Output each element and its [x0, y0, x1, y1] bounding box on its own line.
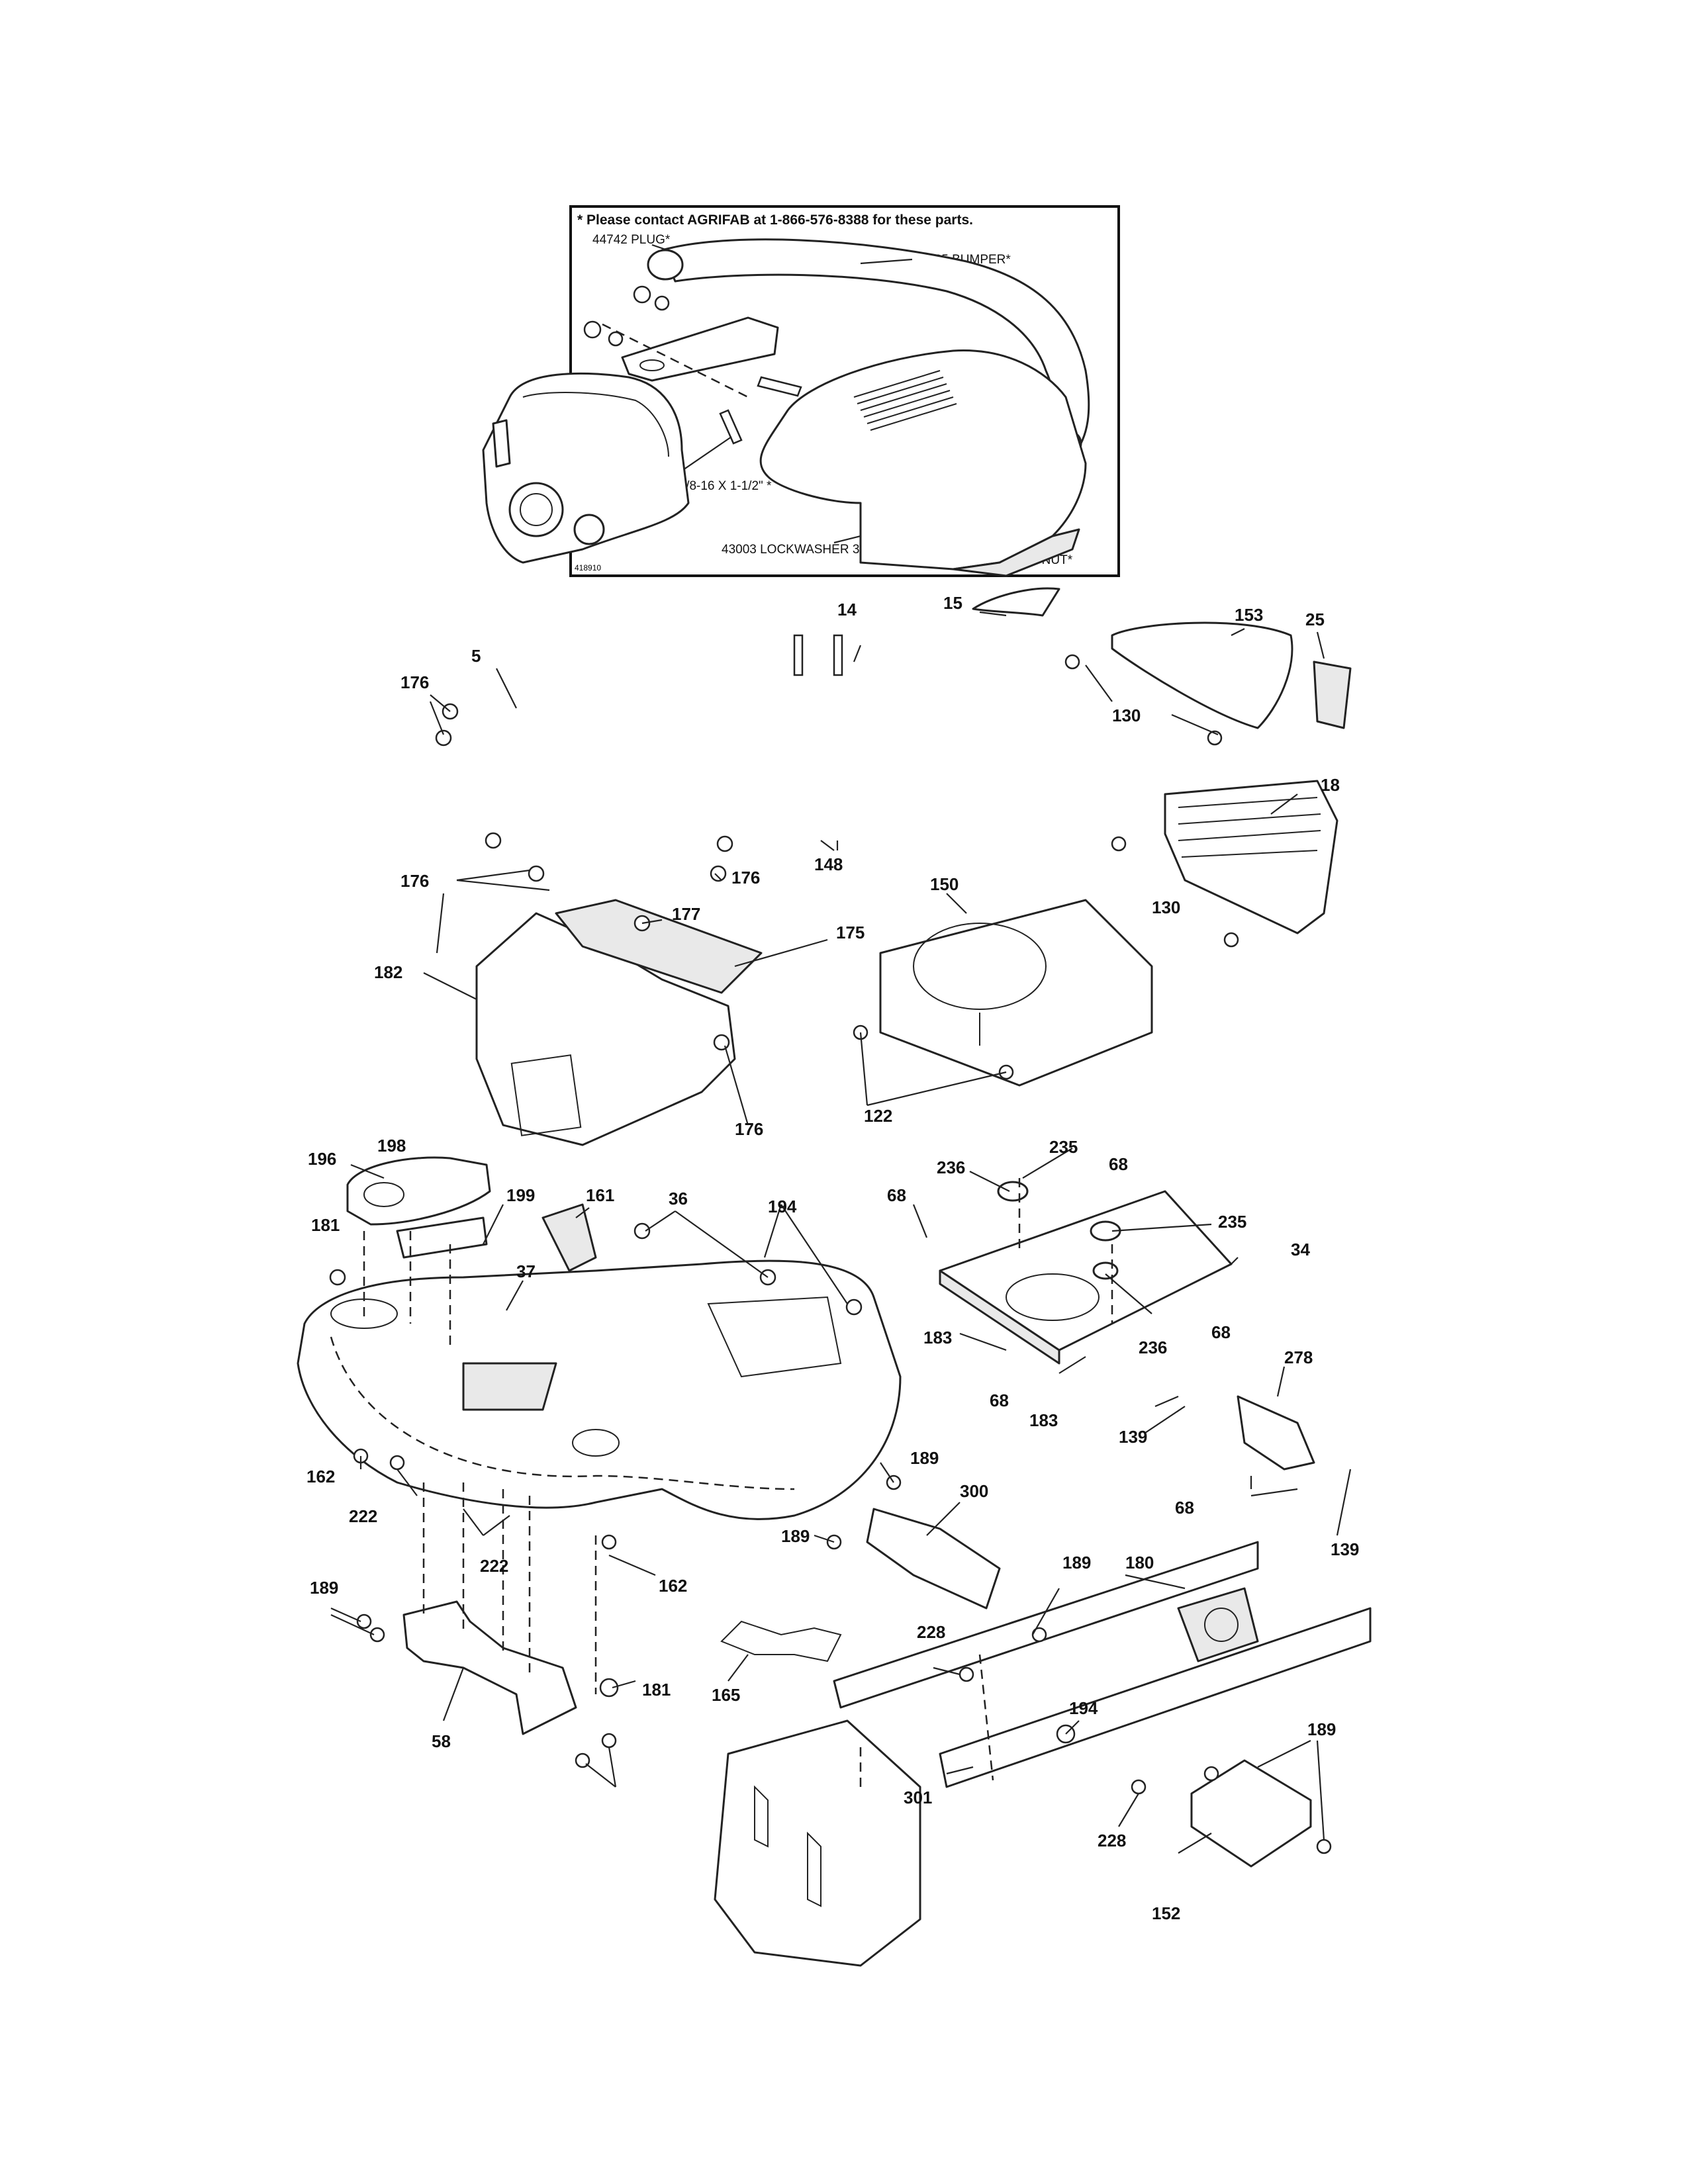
hood-vents [853, 370, 957, 431]
callout-198: 198 [377, 1136, 406, 1156]
callout-18: 18 [1321, 775, 1340, 795]
callout-165: 165 [712, 1685, 740, 1705]
emblem-drawing [972, 587, 1060, 617]
callout-196: 196 [308, 1149, 336, 1169]
inset-figure-number: 418910 [575, 563, 601, 572]
callout-162-a: 162 [306, 1467, 335, 1486]
callout-162-b: 162 [659, 1576, 687, 1596]
callout-301: 301 [904, 1788, 932, 1807]
callout-176-a: 176 [400, 672, 429, 692]
inset-plug-label: 44742 PLUG* [592, 233, 671, 247]
inset-header: * Please contact AGRIFAB at 1-866-576-83… [577, 212, 973, 228]
inset-lockwasher-label: 43003 LOCKWASHER 3/8" * [722, 543, 883, 557]
callout-222-b: 222 [480, 1556, 508, 1576]
callout-152: 152 [1152, 1903, 1180, 1923]
callout-139-a: 139 [1119, 1427, 1147, 1447]
callout-68-c: 68 [1211, 1322, 1231, 1342]
callout-130-b: 130 [1152, 897, 1180, 917]
assembly-lines [363, 1178, 1113, 1787]
callout-199: 199 [506, 1185, 535, 1205]
callout-181-b: 181 [642, 1680, 671, 1700]
callout-148: 148 [814, 854, 843, 874]
callout-228-a: 228 [917, 1622, 945, 1642]
callout-235-a: 235 [1049, 1137, 1078, 1157]
callout-176-d: 176 [735, 1119, 763, 1139]
callout-161: 161 [586, 1185, 614, 1205]
grille-drawing [1164, 780, 1338, 934]
callout-176-c: 176 [731, 868, 760, 887]
fender-deck-drawing [297, 1259, 902, 1520]
callout-139-b: 139 [1331, 1539, 1359, 1559]
callout-68-e: 68 [1175, 1498, 1194, 1518]
hood-drawing [759, 349, 1087, 676]
callout-183-a: 183 [923, 1328, 952, 1347]
callout-183-b: 183 [1029, 1410, 1058, 1430]
callout-189-e: 189 [1307, 1719, 1336, 1739]
callout-130-a: 130 [1112, 705, 1141, 725]
callout-68-d: 68 [990, 1390, 1009, 1410]
callout-189-d: 189 [310, 1578, 338, 1598]
clip-drawing [1313, 660, 1352, 729]
callout-68-a: 68 [1109, 1154, 1128, 1174]
seat-pan-drawing [346, 1156, 597, 1272]
callout-236-b: 236 [1139, 1338, 1167, 1357]
callout-122: 122 [864, 1106, 892, 1126]
headlight-lens-drawing [1111, 621, 1293, 729]
callout-25: 25 [1305, 610, 1325, 629]
callout-176-b: 176 [400, 871, 429, 891]
callout-36: 36 [669, 1189, 688, 1208]
callout-228-b: 228 [1098, 1831, 1126, 1850]
callout-177: 177 [672, 904, 700, 924]
callout-180: 180 [1125, 1553, 1154, 1572]
callout-labels: 5 14 15 153 25 176 130 18 148 176 176 17… [306, 593, 1359, 1923]
callout-278: 278 [1284, 1347, 1313, 1367]
leader-lines [330, 611, 1352, 1854]
shift-plate-drawing [939, 1181, 1233, 1365]
cover-152-drawing [1190, 1759, 1312, 1868]
callout-300: 300 [960, 1481, 988, 1501]
hood-baffle-drawing [879, 899, 1153, 1087]
callout-68-b: 68 [887, 1185, 906, 1205]
callout-194-b: 194 [1069, 1698, 1098, 1718]
callout-189-b: 189 [781, 1526, 810, 1546]
callout-150: 150 [930, 874, 959, 894]
callout-58: 58 [432, 1731, 451, 1751]
callout-235-b: 235 [1218, 1212, 1246, 1232]
callout-222-a: 222 [349, 1506, 377, 1526]
bracket-58-drawing [402, 1600, 577, 1735]
callout-37: 37 [516, 1261, 536, 1281]
frame-drawing [714, 1541, 1372, 1967]
dash-panel-drawing [482, 372, 690, 564]
lower-dash-drawing [475, 899, 763, 1146]
callout-194-a: 194 [768, 1197, 797, 1216]
callout-181-a: 181 [311, 1215, 340, 1235]
callout-14: 14 [837, 600, 857, 619]
callout-34: 34 [1291, 1240, 1310, 1259]
callout-236-a: 236 [937, 1158, 965, 1177]
bracket-300-drawing [866, 1508, 1001, 1610]
rod-165-drawing [720, 1620, 842, 1662]
callout-15: 15 [943, 593, 962, 613]
callout-153: 153 [1235, 605, 1263, 625]
callout-182: 182 [374, 962, 402, 982]
callout-175: 175 [836, 923, 865, 942]
callout-189-c: 189 [1062, 1553, 1091, 1572]
bracket-278-drawing [1237, 1395, 1315, 1471]
callout-189-a: 189 [910, 1448, 939, 1468]
callout-5: 5 [471, 646, 481, 666]
